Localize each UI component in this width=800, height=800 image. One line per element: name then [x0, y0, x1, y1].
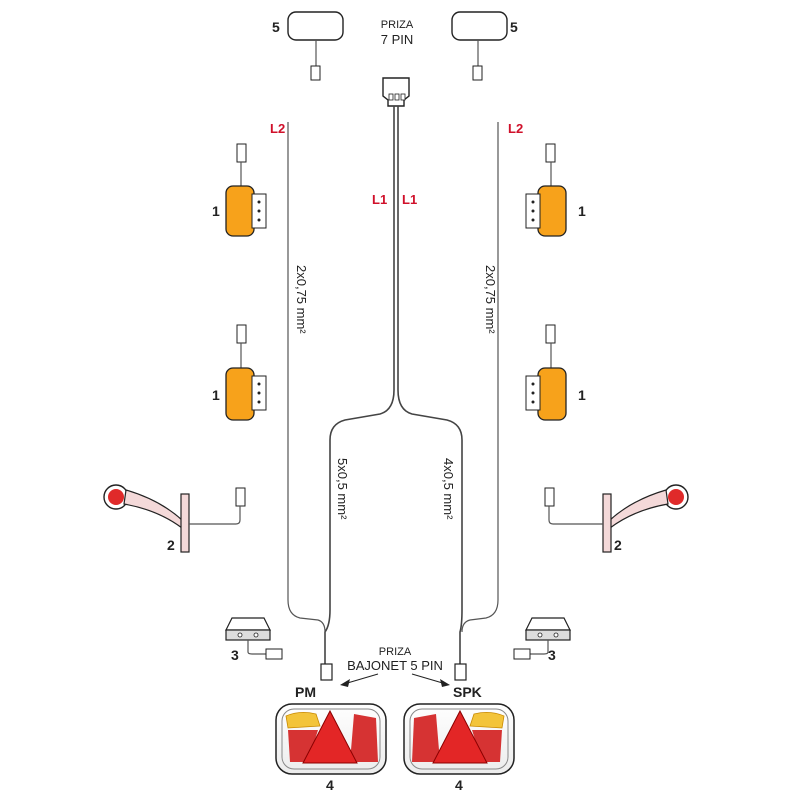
plate-lamp-3-left [225, 617, 283, 660]
label-spk: SPK [453, 684, 482, 700]
label-5-right: 5 [510, 19, 518, 35]
label-4-left: 4 [326, 777, 334, 793]
label-1-left-top: 1 [212, 203, 220, 219]
label-pm: PM [295, 684, 316, 700]
outline-lamp-2-right [544, 484, 689, 553]
cable-l2-right [461, 122, 499, 633]
label-3-left: 3 [231, 647, 239, 663]
cable-spec-center-left: 5x0,5 mm² [335, 458, 350, 520]
label-4-right: 4 [455, 777, 463, 793]
label-1-left-bottom: 1 [212, 387, 220, 403]
marker-lamp-5-left [287, 11, 344, 81]
label-2-right: 2 [614, 537, 622, 553]
rear-lamp-4-right [403, 703, 515, 775]
label-l1-right: L1 [402, 192, 417, 207]
cable-l2-left [287, 122, 326, 633]
label-l2-left: L2 [270, 121, 285, 136]
priza-7pin-name: 7 PIN [381, 32, 414, 47]
plug-7pin [382, 77, 410, 107]
cable-spec-right: 2x0,75 mm² [483, 265, 498, 334]
main-cable [324, 106, 463, 665]
side-lamp-1-right-top [525, 143, 567, 237]
cable-spec-center-right: 4x0,5 mm² [441, 458, 456, 520]
plate-lamp-3-right [513, 617, 571, 660]
rear-lamp-4-left [275, 703, 387, 775]
side-lamp-1-right-bottom [525, 324, 567, 421]
side-lamp-1-left-top [225, 143, 267, 237]
label-1-right-bottom: 1 [578, 387, 586, 403]
arrow-left [340, 673, 379, 687]
priza-bajonet-name: BAJONET 5 PIN [347, 658, 443, 673]
bayonet-connector-left [320, 663, 333, 681]
label-3-right: 3 [548, 647, 556, 663]
priza-bajonet-title: PRIZA [379, 646, 412, 658]
priza-7pin-title: PRIZA [381, 19, 414, 31]
cable-spec-left: 2x0,75 mm² [294, 265, 309, 334]
side-lamp-1-left-bottom [225, 324, 267, 421]
label-5-left: 5 [272, 19, 280, 35]
marker-lamp-5-right [451, 11, 508, 81]
arrow-right [411, 673, 450, 687]
label-1-right-top: 1 [578, 203, 586, 219]
label-2-left: 2 [167, 537, 175, 553]
label-l1-left: L1 [372, 192, 387, 207]
label-l2-right: L2 [508, 121, 523, 136]
bayonet-connector-right [454, 663, 467, 681]
outline-lamp-2-left [103, 484, 246, 553]
